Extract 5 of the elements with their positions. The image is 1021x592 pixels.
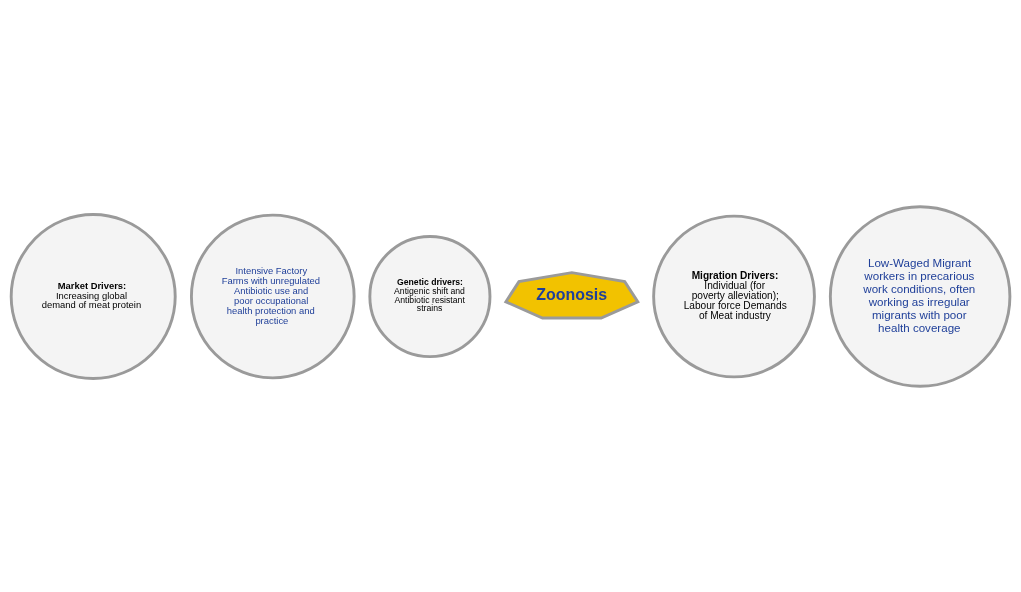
node-circle: Genetic drivers: Antigenic shift and Antibiotic resistant strains	[368, 234, 492, 358]
node-circle: Migration Drivers: Individual (for poverty alleviation); Labour force Demands of Meat industry	[652, 214, 816, 378]
node-circle: Intensive Factory Farms with unregulated Antibiotic use and poor occupational health protection and practice	[189, 213, 356, 379]
node-circle: Market Drivers: Increasing global demand of meat protein	[9, 212, 177, 380]
node-circle: Low-Waged Migrant workers in precarious work conditions, often working as irregular migrants with poor health coverage	[828, 204, 1012, 388]
